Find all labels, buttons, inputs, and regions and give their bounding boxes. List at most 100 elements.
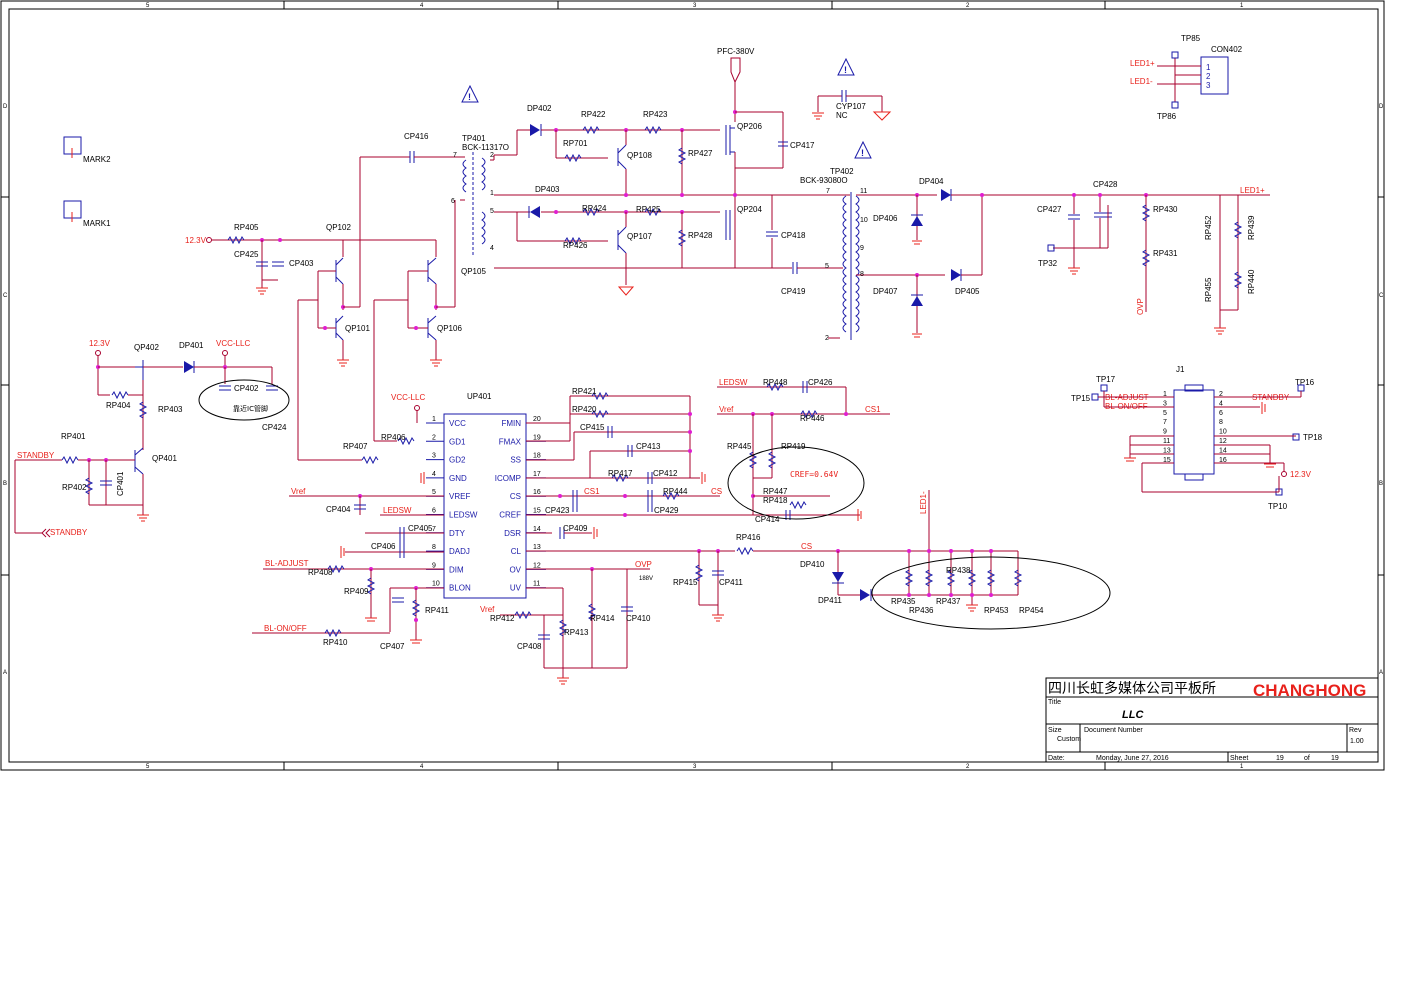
col-label-2: 2 <box>966 3 970 9</box>
con402-pin1: 1 <box>1206 63 1211 72</box>
rp436-label: RP436 <box>909 606 934 615</box>
tp16-label: TP16 <box>1295 378 1315 387</box>
output-filter: CP427 CP428 TP32 RP430 RP431 OVP RP452 R… <box>1037 180 1256 335</box>
col-label-1-bottom: 1 <box>1240 764 1244 770</box>
svg-text:!: ! <box>861 148 864 158</box>
tp401-label: TP401 <box>462 134 486 143</box>
rp446-label: RP446 <box>800 414 825 423</box>
ic-left-pin-name: LEDSW <box>449 511 478 520</box>
date-field-label: Date: <box>1048 755 1065 762</box>
ic-right-pin-number: 20 <box>533 416 541 423</box>
ic-right-pin-name: SS <box>510 456 521 465</box>
rp402-label: RP402 <box>62 483 87 492</box>
docnum-field-label: Document Number <box>1084 727 1143 734</box>
col-label-4: 4 <box>420 3 424 9</box>
rp424-label: RP424 <box>582 204 607 213</box>
con402-pin2: 2 <box>1206 72 1211 81</box>
dp403-label: DP403 <box>535 185 560 194</box>
svg-text:!: ! <box>844 65 847 75</box>
dp411-label: DP411 <box>818 596 842 605</box>
qp108-label: QP108 <box>627 151 652 160</box>
rp415-label: RP415 <box>673 578 698 587</box>
cp415-label: CP415 <box>580 423 605 432</box>
tp18-label: TP18 <box>1303 433 1323 442</box>
ic-left-pin-number: 1 <box>432 416 436 423</box>
cs1-net-ic: CS1 <box>584 487 600 496</box>
vref-net-rp412: Vref <box>480 605 495 614</box>
rp437-label: RP437 <box>936 597 961 606</box>
rp401-label: RP401 <box>61 432 86 441</box>
standby-net-offpage: STANDBY <box>50 528 88 537</box>
j1-right-pin-number: 8 <box>1219 419 1223 426</box>
cyp107-label: CYP107 <box>836 102 866 111</box>
rp425-label: RP425 <box>636 205 661 214</box>
ic-right-pin-name: FMIN <box>501 419 521 428</box>
rp407-label: RP407 <box>343 442 368 451</box>
tp402-part-label: BCK-93080O <box>800 176 848 185</box>
warning-icon: ! ! ! <box>461 57 872 159</box>
row-label-d-right: D <box>1379 104 1384 110</box>
j1-right-pin-number: 12 <box>1219 438 1227 445</box>
sheet-title: LLC <box>1122 709 1144 721</box>
qp107-label: QP107 <box>627 232 652 241</box>
tp402-pin2: 2 <box>825 335 829 342</box>
rp420-label: RP420 <box>572 405 597 414</box>
tp401-pin4: 4 <box>490 245 494 252</box>
j1-left-pin-number: 11 <box>1163 438 1170 445</box>
qp102-label: QP102 <box>326 223 351 232</box>
tp402-label: TP402 <box>830 167 854 176</box>
j1-right-pin-number: 10 <box>1219 429 1227 436</box>
current-sense-resistors: LED1- DP410 DP411 RP435 RP436 RP437 RP43… <box>800 490 1111 630</box>
j1-left-pin-number: 15 <box>1163 457 1171 464</box>
dp405-label: DP405 <box>955 287 980 296</box>
tp402-pin5: 5 <box>825 263 829 270</box>
led-minus-net: LED1- <box>1130 77 1153 86</box>
cp429-label: CP429 <box>654 506 679 515</box>
cp416-coupling: CP416 <box>359 132 456 307</box>
sheet-total: 19 <box>1331 755 1339 762</box>
rp430-label: RP430 <box>1153 205 1178 214</box>
rp452-label: RP452 <box>1204 215 1213 240</box>
ic-right-pin-name: FMAX <box>499 437 522 446</box>
output-rectifier: DP404 DP406 DP405 DP407 LED1+ <box>873 177 1270 338</box>
brand-logo: CHANGHONG <box>1253 681 1366 700</box>
title-field-label: Title <box>1048 699 1061 706</box>
ic-right-pin-name: ICOMP <box>495 474 521 483</box>
power-transformer-tp402: TP402 BCK-93080O 7 5 2 11 10 9 8 <box>800 167 945 342</box>
col-label-1: 1 <box>1240 3 1244 9</box>
ic-left-pin-name: DIM <box>449 565 464 574</box>
cp407-label: CP407 <box>380 642 405 651</box>
cp401-label: CP401 <box>116 471 125 496</box>
cref-voltage-note: CREF=0.64V <box>790 470 838 479</box>
j1-left-pin-number: 1 <box>1163 391 1167 398</box>
tp85-label: TP85 <box>1181 34 1201 43</box>
tp17-label: TP17 <box>1096 375 1116 384</box>
col-label-5: 5 <box>146 3 150 9</box>
cp413-label: CP413 <box>636 442 661 451</box>
tp401-pin2: 2 <box>490 152 494 159</box>
ic-left-pin-number: 7 <box>432 526 436 533</box>
v12-net-j1: 12.3V <box>1290 470 1312 479</box>
cref-network: LEDSW RP448 CP426 Vref CS1 RP446 RP445 R… <box>717 378 890 524</box>
rp440-label: RP440 <box>1247 269 1256 294</box>
resonant-caps: CP418 CP419 CYP107 NC <box>766 90 892 296</box>
mosfet-qp204: QP204 <box>725 195 762 268</box>
rev-field-label: Rev <box>1349 727 1362 734</box>
cp418-label: CP418 <box>781 231 806 240</box>
ic-left-pin-name: GND <box>449 474 467 483</box>
gate-transformer-tp401: TP401 BCK-11317O 7 6 2 1 5 4 DP403 <box>450 134 850 269</box>
ic-left-pin-name: BLON <box>449 584 471 593</box>
tp10-label: TP10 <box>1268 502 1288 511</box>
rp455-label: RP455 <box>1204 277 1213 302</box>
ic-left-pin-number: 2 <box>432 434 436 441</box>
qp101-label: QP101 <box>345 324 370 333</box>
ic-right-pin-number: 12 <box>533 562 541 569</box>
v12-net-qp402: 12.3V <box>89 339 111 348</box>
cp423-label: CP423 <box>545 506 570 515</box>
sheet-number: 19 <box>1276 755 1284 762</box>
vref-net-cref: Vref <box>719 405 734 414</box>
cp409-label: CP409 <box>563 524 588 533</box>
cp416-label: CP416 <box>404 132 429 141</box>
company-name: 四川长虹多媒体公司平板所 <box>1048 680 1216 697</box>
dp410-label: DP410 <box>800 560 825 569</box>
